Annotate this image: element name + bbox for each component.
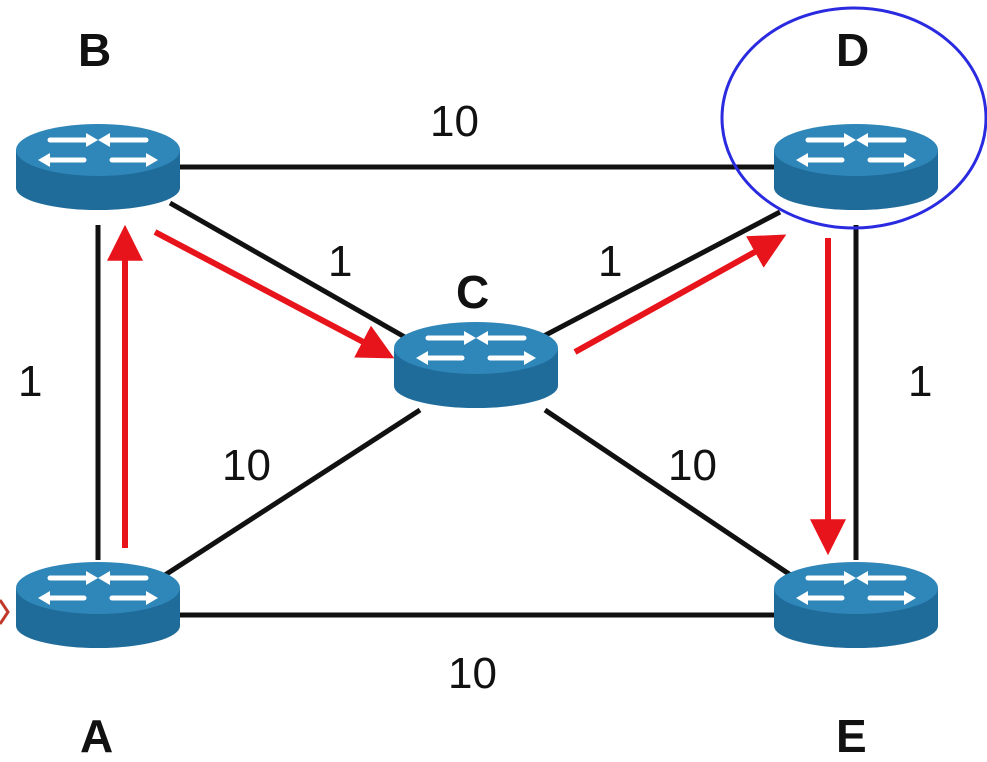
cost-label-a-c: 10 bbox=[222, 441, 271, 490]
path-arrow-c-d bbox=[573, 234, 787, 355]
links-layer bbox=[95, 164, 859, 618]
edge-marker bbox=[0, 599, 10, 625]
shortest-path bbox=[107, 224, 846, 556]
router-e-icon bbox=[774, 562, 938, 648]
router-a-label: A bbox=[80, 710, 113, 762]
link-c-e bbox=[543, 407, 797, 581]
router-d-label: D bbox=[836, 24, 869, 76]
path-arrow-b-c bbox=[153, 229, 395, 359]
cost-label-c-d: 1 bbox=[598, 237, 622, 286]
highlight-circle-d bbox=[720, 6, 987, 230]
cost-label-b-d: 10 bbox=[430, 97, 479, 146]
router-b-icon bbox=[16, 124, 180, 210]
cost-label-a-e: 10 bbox=[448, 649, 497, 698]
link-c-d bbox=[538, 209, 782, 341]
link-b-c bbox=[168, 200, 412, 343]
cost-label-a-b: 1 bbox=[18, 357, 42, 406]
router-c-label: C bbox=[456, 266, 489, 318]
router-b-label: B bbox=[78, 24, 111, 76]
cost-label-d-e: 1 bbox=[908, 357, 932, 406]
router-d-icon bbox=[774, 124, 938, 210]
routers-layer bbox=[16, 124, 938, 648]
cost-label-b-c: 1 bbox=[328, 237, 352, 286]
router-c-icon bbox=[394, 322, 558, 408]
router-e-label: E bbox=[836, 710, 867, 762]
router-a-icon bbox=[16, 562, 180, 648]
cost-label-c-e: 10 bbox=[668, 441, 717, 490]
link-a-c bbox=[163, 407, 422, 578]
